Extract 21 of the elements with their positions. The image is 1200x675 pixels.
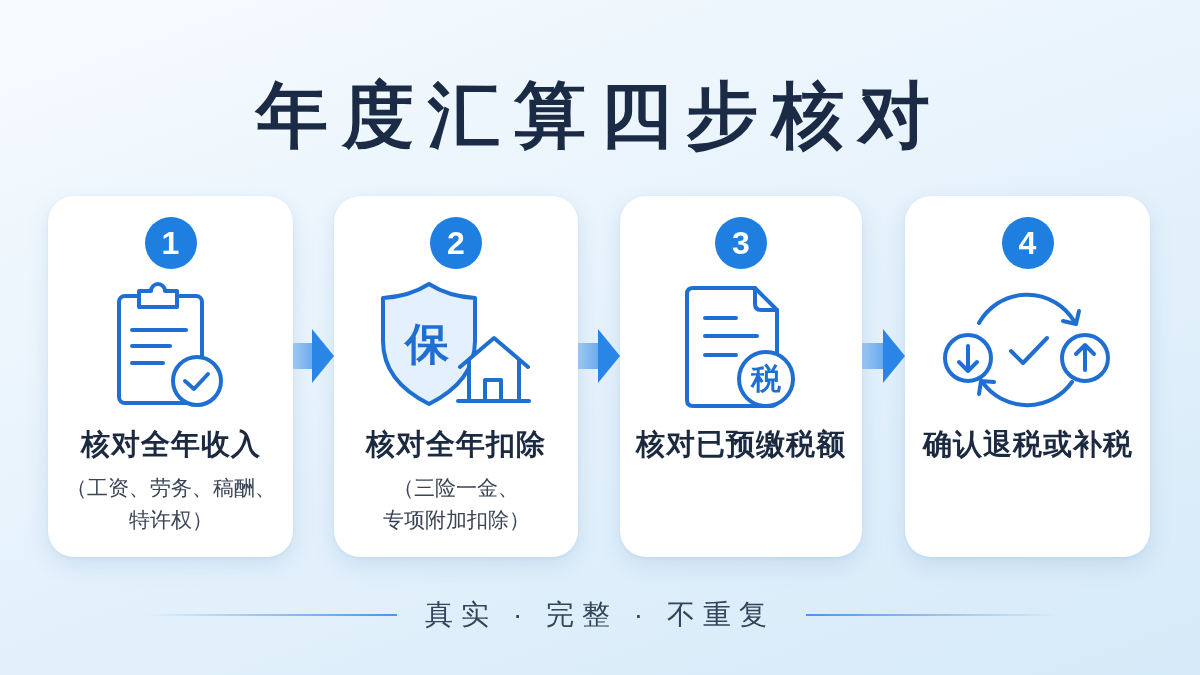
step-description: （工资、劳务、稿酬、特许权）: [64, 475, 277, 533]
icon-character: 税: [751, 364, 781, 394]
number-badge: 4: [1001, 217, 1054, 269]
step-card: [905, 196, 1150, 557]
arrow: [862, 329, 905, 383]
number-badge: 3: [715, 217, 767, 269]
step-card: [334, 196, 578, 557]
arrow: [578, 329, 620, 383]
step-title: 确认退税或补税: [922, 427, 1133, 462]
icon-character: 保: [405, 322, 449, 366]
step-title: 核对全年扣除: [366, 427, 546, 462]
number-badge: 1: [144, 217, 197, 269]
tagline: 真实 · 完整 · 不重复: [425, 598, 775, 632]
step-card: [48, 196, 293, 557]
step-card: [620, 196, 862, 557]
number-badge: 2: [430, 217, 482, 269]
title: 年度汇算四步核对: [256, 74, 944, 157]
step-title: 核对已预缴税额: [636, 427, 846, 462]
step-description: （三险一金、专项附加扣除）: [381, 475, 531, 533]
arrow: [293, 329, 334, 383]
step-title: 核对全年收入: [80, 427, 261, 462]
